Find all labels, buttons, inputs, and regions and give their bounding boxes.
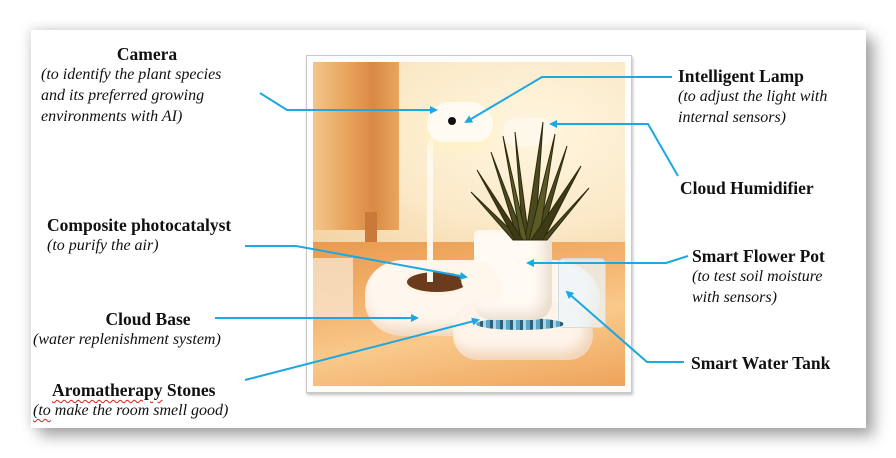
intelligent-lamp-label: Intelligent Lamp (to adjust the light wi… — [678, 66, 827, 128]
product-photo — [313, 62, 625, 386]
camera-lens-icon — [448, 117, 456, 125]
aromatherapy-stones-title: Aromatherapy Stones — [33, 380, 228, 400]
snake-plant-icon — [470, 122, 590, 241]
intelligent-lamp-desc-line-1: (to adjust the light with — [678, 88, 828, 105]
lamp-stem — [427, 132, 443, 282]
smart-flower-pot-desc-line-1: (to test soil moisture — [692, 268, 823, 285]
intelligent-lamp-desc-line-2: internal sensors) — [678, 109, 786, 126]
smart-water-tank-label: Smart Water Tank — [691, 353, 830, 373]
cloud-humidifier-label: Cloud Humidifier — [680, 178, 814, 198]
camera-desc-line-3: environments with AI) — [41, 108, 183, 125]
composite-photocatalyst-label: Composite photocatalyst (to purify the a… — [47, 215, 231, 256]
intelligent-lamp-title: Intelligent Lamp — [678, 66, 804, 86]
composite-photocatalyst-title: Composite photocatalyst — [47, 215, 232, 235]
camera-title: Camera — [116, 44, 178, 64]
smart-water-tank-title: Smart Water Tank — [691, 353, 831, 373]
aromatherapy-stones-ring — [476, 318, 564, 330]
camera-desc-line-1: (to identify the plant species — [41, 66, 222, 83]
cloud-base-desc: (water replenishment system) — [33, 331, 221, 348]
desc-rest: make the room smell good) — [50, 402, 229, 419]
aromatherapy-stones-desc: (to make the room smell good) — [33, 400, 228, 421]
aromatherapy-stones-label: Aromatherapy Stones (to make the room sm… — [33, 380, 228, 421]
photo-cabinet — [313, 62, 399, 230]
cloud-base-title: Cloud Base — [105, 309, 191, 329]
smart-flower-pot-desc-line-2: with sensors) — [692, 289, 777, 306]
camera-label: Camera (to identify the plant species an… — [41, 44, 291, 127]
cloud-base-label: Cloud Base (water replenishment system) — [33, 309, 283, 350]
water-tank — [558, 258, 606, 328]
desc-first-word: (to — [33, 402, 51, 419]
stones-word: Stones — [162, 380, 216, 400]
cloud-humidifier-title: Cloud Humidifier — [680, 178, 814, 198]
smart-flower-pot-title: Smart Flower Pot — [692, 246, 825, 266]
camera-desc-line-2: and its preferred growing — [41, 87, 205, 104]
product-photo-frame — [306, 55, 632, 393]
photo-rug — [313, 258, 353, 318]
aromatherapy-word: Aromatherapy — [52, 380, 163, 400]
smart-flower-pot-label: Smart Flower Pot (to test soil moisture … — [692, 246, 825, 308]
composite-photocatalyst-desc: (to purify the air) — [47, 237, 159, 254]
photocatalyst-cloud — [461, 262, 497, 296]
